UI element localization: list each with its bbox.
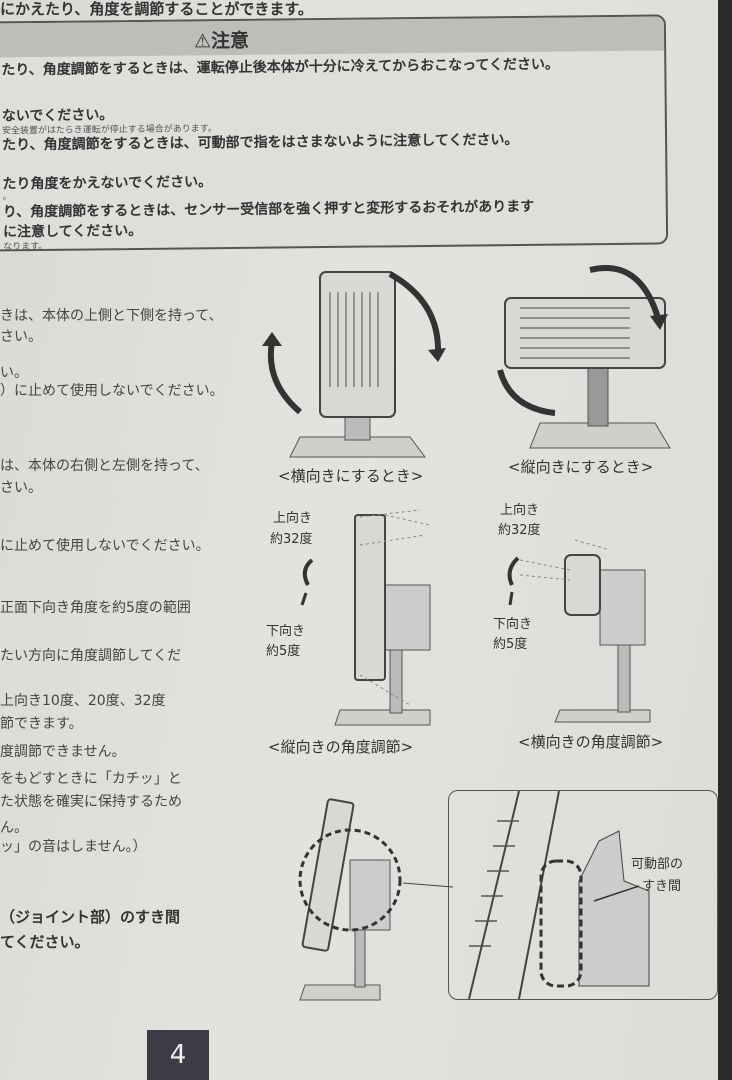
joint-detail-drawing bbox=[468, 791, 650, 999]
gap-label-line2: すき間 bbox=[642, 879, 682, 894]
body-line: さい。 bbox=[0, 480, 42, 496]
caution-item: たり角度をかえないでください。 bbox=[2, 174, 213, 193]
down-angle: 約5度 bbox=[266, 644, 301, 659]
caution-item: たり、角度調節をするときは、可動部で指をはさまないように注意してください。 bbox=[2, 132, 519, 154]
joint-gap-detail-box: 可動部の すき間 bbox=[448, 790, 718, 1000]
body-line: さい。 bbox=[0, 329, 42, 345]
body-line: （ジョイント部）のすき間 bbox=[0, 908, 181, 926]
gap-label-line1: 可動部の bbox=[631, 857, 684, 872]
body-line: い。 bbox=[0, 365, 28, 381]
up-angle: 約32度 bbox=[270, 532, 313, 547]
body-line: をもどすときに「カチッ」と bbox=[0, 771, 182, 787]
portrait-turn-caption: <縦向きにするとき> bbox=[508, 458, 654, 476]
up-angle-right: 約32度 bbox=[498, 523, 541, 538]
caution-item: り、角度調節をするときは、センサー受信部を強く押すと変形するおそれがあります bbox=[2, 198, 535, 221]
body-line: は、本体の右側と左側を持って、 bbox=[0, 458, 209, 474]
body-line: ッ」の音はしません。） bbox=[0, 839, 147, 855]
up-label-right: 上向き bbox=[500, 503, 540, 518]
warning-triangle-icon: ⚠ bbox=[193, 30, 212, 53]
caution-item: に注意してください。 bbox=[2, 222, 143, 241]
portrait-angle-caption: <縦向きの角度調節> bbox=[268, 738, 414, 756]
body-line: 節できます。 bbox=[0, 716, 83, 732]
portrait-angle-illustration bbox=[300, 509, 431, 726]
heater-portrait-turn-illustration bbox=[497, 265, 671, 449]
body-line: ）に止めて使用しないでください。 bbox=[0, 383, 224, 399]
body-line: たい方向に角度調節してくだ bbox=[0, 648, 182, 664]
joint-gap-illustration bbox=[298, 798, 454, 1001]
landscape-angle-illustration bbox=[507, 539, 651, 723]
body-line: ん。 bbox=[0, 820, 28, 836]
caution-title: ⚠注意 bbox=[194, 26, 249, 54]
body-line: きは、本体の上側と下側を持って、 bbox=[0, 308, 223, 324]
background-edge bbox=[718, 0, 732, 1080]
down-label: 下向き bbox=[266, 624, 306, 639]
page-number: 4 bbox=[147, 1030, 209, 1080]
intro-line: にかえたり、角度を調節することができます。 bbox=[0, 0, 313, 18]
heater-landscape-turn-illustration bbox=[262, 271, 446, 458]
body-line: に止めて使用しないでください。 bbox=[0, 538, 210, 554]
caution-title-text: 注意 bbox=[210, 29, 250, 53]
body-line: てください。 bbox=[0, 933, 90, 951]
caution-header bbox=[0, 16, 665, 58]
up-label: 上向き bbox=[273, 511, 313, 526]
landscape-angle-caption: <横向きの角度調節> bbox=[518, 733, 664, 751]
body-line: 度調節できません。 bbox=[0, 744, 126, 760]
down-label-right: 下向き bbox=[493, 617, 533, 632]
body-line: 上向き10度、20度、32度 bbox=[0, 693, 166, 709]
body-line: 正面下向き角度を約5度の範囲 bbox=[0, 600, 191, 616]
caution-note: なります。 bbox=[3, 241, 48, 252]
down-angle-right: 約5度 bbox=[493, 637, 528, 652]
body-line: た状態を確実に保持するため bbox=[0, 794, 182, 810]
landscape-turn-caption: <横向きにするとき> bbox=[278, 467, 424, 485]
caution-item: たり、角度調節をするときは、運転停止後本体が十分に冷えてからおこなってください。 bbox=[1, 56, 560, 79]
caution-box: ⚠注意 たり、角度調節をするときは、運転停止後本体が十分に冷えてからおこなってく… bbox=[0, 14, 669, 252]
